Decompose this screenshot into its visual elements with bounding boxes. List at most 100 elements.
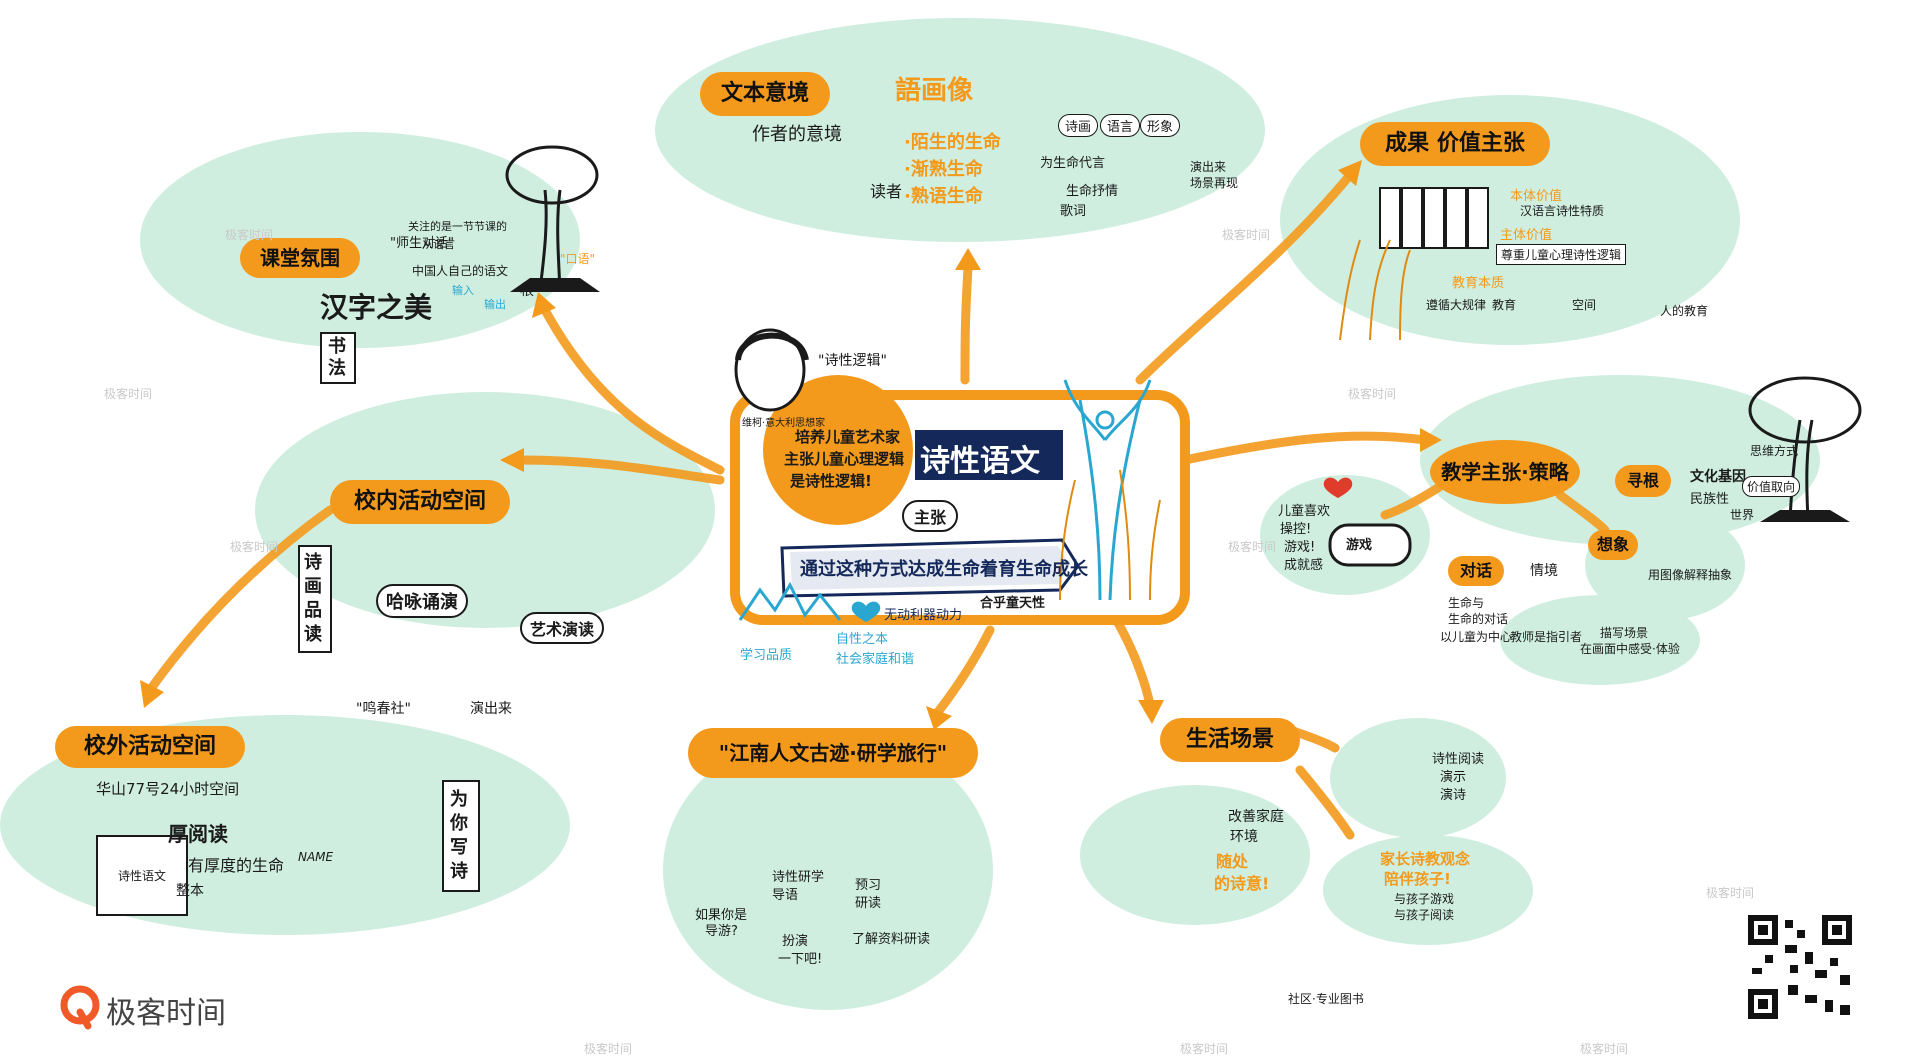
- ketang-tree-text-2: 中国人自己的语文: [412, 264, 509, 278]
- heart-icon-red: [1323, 477, 1353, 498]
- center-left-small-2: 社会家庭和谐: [836, 652, 915, 667]
- tag-duihua: 对话: [1448, 556, 1504, 586]
- tree-root-ketang: [510, 278, 600, 292]
- xiaowai-book: 诗性语文: [96, 835, 189, 916]
- shenghuo-read-3: 演诗: [1440, 788, 1467, 803]
- ketang-in: 输入: [452, 284, 474, 297]
- chengguo-a1: 本体价值: [1510, 189, 1563, 204]
- tag-jiaoxue: 教学主张·策略: [1430, 440, 1580, 504]
- center-blob: [763, 375, 913, 525]
- arrowhead-chengguo: [1338, 160, 1362, 186]
- chengguo-flow-1: 遵循大规律: [1426, 298, 1487, 312]
- center-person-caption: 维柯·意大利思想家: [742, 418, 826, 429]
- wenben-chip-3: 形象: [1140, 114, 1181, 137]
- center-quote-label: "诗性逻辑": [818, 353, 887, 369]
- center-zhuzhang: 主张: [902, 500, 959, 532]
- wenben-lyric: 生命抒情: [1066, 184, 1119, 199]
- chengguo-a4: 尊重儿童心理诗性逻辑: [1496, 244, 1627, 265]
- center-title: 诗性语文: [920, 444, 1040, 479]
- arrowhead-shenghuo: [1138, 700, 1164, 724]
- arrowhead-wenben: [955, 248, 981, 270]
- tree-drawing-ketang: [505, 145, 599, 291]
- jiaoxue-qing-text: 描写场景: [1600, 626, 1649, 640]
- wenben-reader: 读者: [870, 182, 903, 201]
- wenben-song: 歌词: [1060, 204, 1087, 219]
- watermark: 极客时间: [1348, 387, 1397, 401]
- ketang-out: 输出: [484, 298, 506, 311]
- arrow-to-ketang: [540, 305, 725, 475]
- jiangnan-act-2: 一下吧!: [778, 952, 823, 967]
- reed-figure-drawing: [1063, 379, 1152, 601]
- jiaoxue-qing-text-2: 在画面中感受·体验: [1580, 642, 1680, 656]
- ketang-shufa: 书法: [320, 332, 356, 384]
- jiaoxue-qing: 情境: [1530, 563, 1558, 579]
- wheat-drawing: [1339, 239, 1411, 341]
- center-text-3: 是诗性逻辑!: [790, 472, 872, 490]
- xiaowai-read: 厚阅读: [168, 822, 228, 846]
- arrowhead-jiangnan: [926, 706, 952, 730]
- bubble-read: [1330, 718, 1506, 838]
- watermark: 极客时间: [1228, 540, 1277, 554]
- qr-code: [1745, 912, 1855, 1022]
- center-text-1: 培养儿童艺术家: [795, 428, 901, 446]
- shenghuo-family-2: 陪伴孩子!: [1384, 870, 1451, 888]
- center-left-small-1: 学习品质: [740, 648, 793, 663]
- tag-chengguo-label: 成果: [1385, 131, 1430, 156]
- jiaoxue-ganxiang: 用图像解释抽象: [1648, 568, 1733, 582]
- shenghuo-home-3: 随处: [1216, 852, 1249, 871]
- shenghuo-read-1: 诗性阅读: [1432, 752, 1485, 767]
- wenben-author-scene: 作者的意境: [752, 124, 842, 145]
- arrowhead-xiaonei: [500, 448, 524, 472]
- jiangnan-learn: 了解资料研读: [852, 932, 931, 947]
- arrowhead-jiaoxue: [1420, 428, 1442, 452]
- arrow-shenghuo-family: [1295, 765, 1355, 840]
- shenghuo-home-1: 改善家庭: [1228, 809, 1284, 825]
- tag-shenghuo: 生活场景: [1160, 718, 1300, 762]
- tag-chengguo: 成果 价值主张: [1360, 122, 1550, 166]
- tag-xiang: 想象: [1588, 530, 1638, 560]
- jiaoxue-game: 游戏: [1346, 538, 1373, 553]
- center-fit-text: 合乎童天性: [980, 596, 1046, 611]
- jiaoxue-value: 价值取向: [1742, 476, 1801, 497]
- chengguo-flow-3: 空间: [1572, 298, 1597, 312]
- arrow-jiaoxue-right: [1555, 490, 1610, 535]
- cloud-label: 語画像: [895, 76, 974, 106]
- xiaowai-scroll: 为你写诗: [442, 780, 480, 892]
- watermark: 极客时间: [1706, 886, 1755, 900]
- bubble-jiangnan: [663, 730, 993, 1010]
- xiaonei-act: 演出来: [470, 701, 512, 717]
- jiaoxue-shengming: 生命与: [1448, 596, 1485, 610]
- jiaoxue-minzu: 民族性: [1690, 492, 1730, 507]
- tag-jiangnan: "江南人文古迹·研学旅行": [688, 728, 978, 778]
- shenghuo-read-2: 演示: [1440, 770, 1467, 785]
- chengguo-flow-4: 人的教育: [1660, 304, 1709, 318]
- shenghuo-family-1: 家长诗教观念: [1380, 850, 1471, 868]
- jiangnan-q1: 如果你是: [695, 908, 748, 923]
- tag-xiaowai: 校外活动空间: [55, 726, 245, 768]
- watermark: 极客时间: [1222, 228, 1271, 242]
- arrow-to-xiaonei: [515, 455, 725, 485]
- xiaonei-recite: 哈咏诵演: [376, 584, 468, 618]
- shenghuo-family-4: 与孩子阅读: [1394, 908, 1455, 922]
- jiangnan-prep-2: 研读: [855, 896, 882, 911]
- grain-drawing: [1059, 469, 1161, 601]
- heart-icon: [851, 601, 881, 622]
- ketang-tree-text-1: 关注的是一节节课的: [408, 220, 507, 233]
- wenben-substitute: 为生命代言: [1040, 156, 1106, 171]
- jiaoxue-like: 儿童喜欢: [1278, 504, 1331, 519]
- tree-drawing-jiaoxue: [1748, 376, 1862, 521]
- bubble-family: [1323, 835, 1533, 945]
- arrow-to-xiaowai: [145, 505, 335, 695]
- center-title-box: [915, 430, 1063, 480]
- brand-logo-icon: [60, 985, 100, 1030]
- portrait-hair: [735, 332, 809, 361]
- ketang-hanzi: 汉字之美: [320, 291, 433, 324]
- bubble-jiaoxue-bottom: [1500, 595, 1700, 685]
- arrow-heads: [140, 160, 1442, 730]
- ketang-trunk: "口语": [560, 252, 596, 266]
- watermark: 极客时间: [1180, 1042, 1229, 1056]
- xiaowai-line-1: 华山77号24小时空间: [96, 780, 240, 798]
- ketang-dialog: "师生对话": [390, 236, 454, 251]
- jiangnan-act-1: 扮演: [782, 934, 809, 949]
- jiaoxue-shengming-2: 生命的对话: [1448, 612, 1509, 626]
